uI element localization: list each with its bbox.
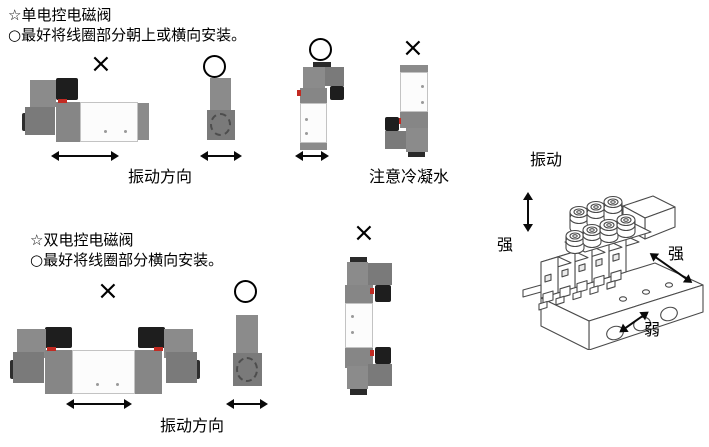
- coil-lower-block: [13, 352, 44, 383]
- double-section-title: ☆双电控电磁阀: [30, 231, 134, 249]
- cable-connector: [56, 78, 78, 100]
- connector-elbow: [325, 67, 344, 86]
- valve-body: [80, 102, 138, 142]
- indicator-light: [397, 118, 401, 124]
- valve-vertical-coil-up: [297, 62, 347, 152]
- manifold-vibration-label: 振动: [530, 150, 563, 169]
- good-mark: [309, 38, 332, 61]
- coil-block: [210, 78, 231, 110]
- double-section-note: ○最好将线圈部分横向安装。: [30, 251, 224, 269]
- coil-cap: [350, 389, 367, 395]
- valve-adapter: [135, 350, 162, 394]
- connector-elbow: [385, 131, 406, 149]
- bad-mark: ×: [90, 49, 112, 79]
- weak-label: 弱: [644, 320, 661, 339]
- valve-adapter: [400, 112, 428, 128]
- valve-adapter: [345, 285, 373, 303]
- vibration-direction-label: 振动方向: [128, 167, 193, 186]
- bad-mark: ×: [402, 33, 424, 63]
- valve-adapter: [56, 102, 80, 142]
- port-dot: [96, 383, 99, 386]
- vibration-strong-arrow-vertical: [527, 194, 529, 230]
- indicator-light: [154, 347, 163, 351]
- indicator-light: [297, 90, 301, 96]
- port-dot: [351, 315, 354, 318]
- hidden-bore-outline: [236, 357, 258, 382]
- cable-connector: [330, 86, 344, 100]
- manual-override-knob: [194, 360, 200, 379]
- hidden-bore-outline: [210, 113, 231, 136]
- vibration-arrow: [295, 151, 329, 161]
- vibration-arrow: [51, 151, 119, 161]
- connector-elbow: [368, 364, 392, 386]
- manifold-isometric-drawing: [522, 195, 704, 350]
- coil-block: [303, 67, 325, 92]
- end-band: [300, 143, 327, 150]
- valve-vertical-coil-down: [385, 65, 435, 157]
- cable-connector: [45, 327, 72, 348]
- coil-lower-block: [166, 352, 197, 383]
- coil-cap: [408, 152, 425, 157]
- coil-block: [236, 315, 258, 353]
- valve-horizontal-single: [22, 78, 152, 144]
- coil-block: [406, 128, 428, 152]
- cable-connector: [375, 347, 391, 364]
- coil-block: [347, 262, 368, 285]
- valve-horizontal-double: [10, 327, 200, 397]
- valve-end-view: [207, 78, 237, 142]
- good-mark: [234, 280, 257, 303]
- cable-connector: [138, 327, 165, 348]
- bad-mark: ×: [353, 218, 375, 248]
- indicator-light: [47, 347, 56, 351]
- condensation-label: 注意冷凝水: [369, 167, 450, 186]
- valve-end-view: [233, 315, 265, 387]
- valve-adapter: [300, 88, 327, 103]
- vibration-arrow: [66, 399, 132, 409]
- valve-body: [345, 303, 373, 348]
- port-dot: [351, 331, 354, 334]
- port-dot: [305, 118, 308, 121]
- cable-connector: [385, 117, 399, 131]
- connector-elbow: [368, 263, 392, 285]
- valve-body: [72, 350, 135, 394]
- strong-label-left: 强: [497, 235, 514, 254]
- indicator-light: [370, 288, 374, 294]
- port-dot: [104, 130, 107, 133]
- end-band: [400, 65, 428, 72]
- valve-vertical-double: [345, 255, 395, 397]
- port-dot: [116, 383, 119, 386]
- strong-label-right: 强: [668, 244, 685, 263]
- vibration-arrow: [226, 399, 268, 409]
- end-cap: [138, 103, 149, 140]
- vibration-arrow: [200, 151, 242, 161]
- indicator-light: [58, 99, 67, 103]
- port-dot: [421, 101, 424, 104]
- indicator-light: [370, 350, 374, 356]
- coil-lower-block: [25, 107, 55, 135]
- single-section-note: ○最好将线圈部分朝上或横向安装。: [8, 26, 247, 44]
- coil-block: [30, 80, 56, 107]
- valve-adapter: [345, 348, 373, 368]
- cable-connector: [375, 285, 391, 302]
- vibration-direction-label: 振动方向: [160, 416, 225, 435]
- coil-cap: [313, 62, 331, 68]
- good-mark: [203, 55, 226, 78]
- port-dot: [305, 132, 308, 135]
- valve-body: [400, 72, 428, 112]
- port-dot: [124, 130, 127, 133]
- port-dot: [421, 85, 424, 88]
- valve-adapter: [45, 350, 72, 394]
- coil-cap: [350, 257, 367, 263]
- single-section-title: ☆单电控电磁阀: [8, 6, 112, 24]
- bad-mark: ×: [97, 276, 119, 306]
- coil-block: [347, 366, 368, 389]
- valve-body: [300, 103, 327, 143]
